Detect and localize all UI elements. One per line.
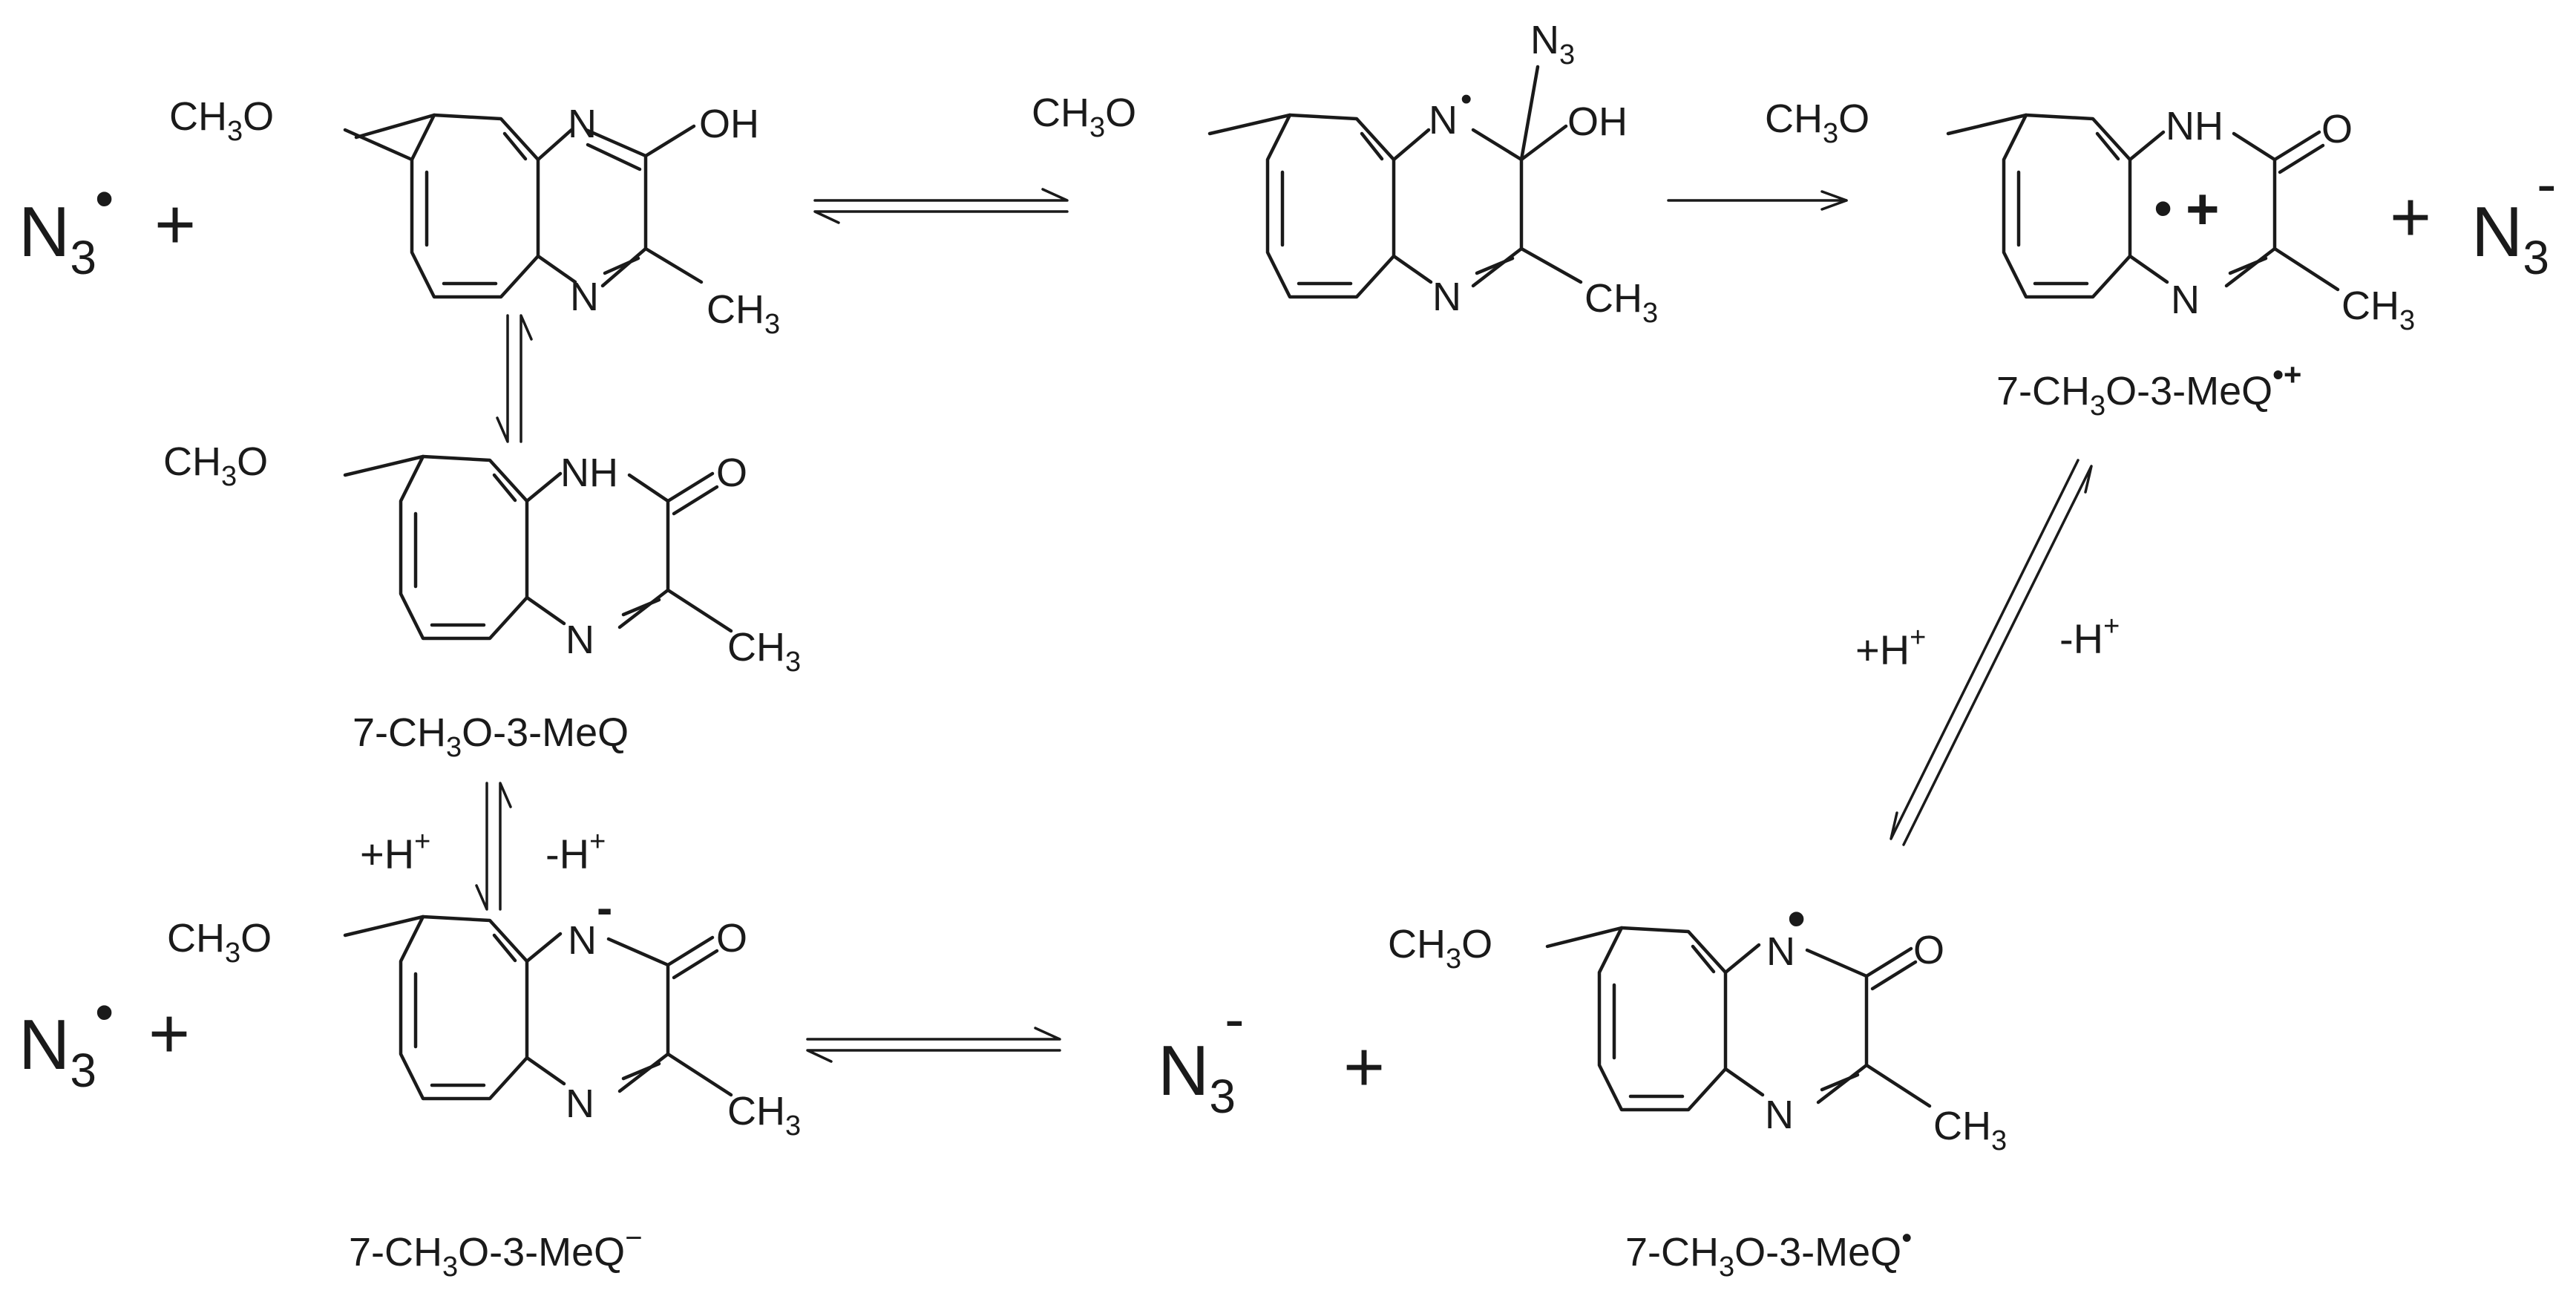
svg-text:N3: N3 (19, 192, 96, 284)
nitrogen-label: N (568, 102, 597, 146)
nitrogen-label: N (1429, 98, 1458, 143)
azide-label: N3 (1530, 18, 1575, 71)
minus-sign: - (2537, 151, 2557, 217)
radical-dot: • (2154, 179, 2172, 238)
deprotonation-label-left: -H+ (545, 826, 606, 877)
nitrogen-label: N (566, 618, 594, 662)
hydroxyl-label: OH (699, 102, 759, 146)
hydroxyl-label: OH (1567, 99, 1628, 144)
minus-sign: - (597, 881, 612, 935)
molecule-neutral: CH3O NH O N CH3 (163, 439, 801, 678)
azide-anion-product-bottom: N3 - + (1158, 986, 1385, 1123)
nitrogen-label: N (566, 1082, 594, 1126)
methoxy-label: CH3O (169, 94, 274, 147)
nitrogen-label: N (2171, 278, 2200, 322)
carbonyl-oxygen-label: O (2321, 107, 2353, 151)
nitrogen-label: N (1765, 1093, 1794, 1137)
equilibrium-arrow-top (813, 188, 1069, 224)
plus-sign: + (1343, 1027, 1385, 1107)
nitrogen-label: N (570, 275, 599, 319)
forward-arrow-top (1667, 190, 1848, 211)
methoxy-label: CH3O (1032, 91, 1136, 143)
label-neutral-radical: 7-CH3O-3-MeQ• (1625, 1222, 1912, 1283)
nitrogen-label: N (1432, 275, 1461, 319)
nitrogen-anion-label: N (568, 918, 597, 963)
molecule-neutral-radical: CH3O N • O N CH3 (1388, 889, 2007, 1156)
radical-dot: • (95, 169, 114, 229)
methyl-label: CH3 (707, 287, 780, 340)
azide-radical-reactant-bottom: N3 • + (19, 983, 190, 1097)
carbonyl-oxygen-label: O (1913, 928, 1944, 972)
deprotonation-label-right: -H+ (2059, 611, 2120, 662)
plus-sign: + (148, 994, 190, 1073)
carbonyl-oxygen-label: O (716, 916, 747, 961)
radical-dot: • (1461, 81, 1472, 117)
plus-sign: + (2390, 177, 2431, 257)
imine-nh-label: NH (2166, 104, 2223, 148)
equilibrium-arrow-bottom (806, 1027, 1061, 1063)
molecule-azide-adduct: CH3O N • N3 OH N CH3 (1032, 18, 1658, 329)
methyl-label: CH3 (1933, 1104, 2007, 1156)
cation-plus: + (2186, 176, 2220, 241)
molecule-hydroxy-tautomer: CH3O N OH N CH3 (169, 94, 780, 340)
label-neutral: 7-CH3O-3-MeQ (353, 710, 629, 763)
svg-text:N3: N3 (1158, 1031, 1236, 1123)
azide-anion-product-top: + N3 - (2390, 151, 2557, 284)
svg-text:N3: N3 (2471, 192, 2549, 284)
molecule-radical-cation: CH3O NH O • + N CH3 (1765, 96, 2415, 336)
equilibrium-arrow-left-upper (496, 314, 533, 443)
equilibrium-arrow-left-lower (475, 782, 512, 911)
nitrogen-radical-label: N (1766, 929, 1795, 974)
carbonyl-oxygen-label: O (716, 451, 747, 495)
azide-radical-reactant-top: N3 • + (19, 169, 196, 284)
protonation-label-left: +H+ (360, 826, 430, 877)
label-radical-cation: 7-CH3O-3-MeQ•+ (1996, 357, 2301, 422)
methoxy-label: CH3O (1765, 96, 1869, 149)
equilibrium-arrow-right-diagonal (1890, 459, 2093, 846)
methoxy-label: CH3O (167, 916, 272, 969)
methyl-label: CH3 (727, 1089, 801, 1142)
methyl-label: CH3 (1584, 276, 1658, 329)
label-anion: 7-CH3O-3-MeQ− (349, 1222, 643, 1283)
radical-dot: • (1787, 889, 1806, 949)
molecule-anion: CH3O N - O N CH3 (167, 881, 801, 1142)
imine-nh-label: NH (560, 451, 618, 495)
protonation-label-right: +H+ (1855, 622, 1926, 673)
minus-sign: - (1225, 986, 1245, 1052)
methoxy-label: CH3O (1388, 922, 1492, 975)
plus-sign: + (154, 185, 196, 264)
svg-text:N3: N3 (19, 1005, 96, 1097)
methyl-label: CH3 (727, 625, 801, 678)
methoxy-label: CH3O (163, 439, 268, 492)
radical-dot: • (95, 983, 114, 1042)
methyl-label: CH3 (2341, 284, 2415, 336)
